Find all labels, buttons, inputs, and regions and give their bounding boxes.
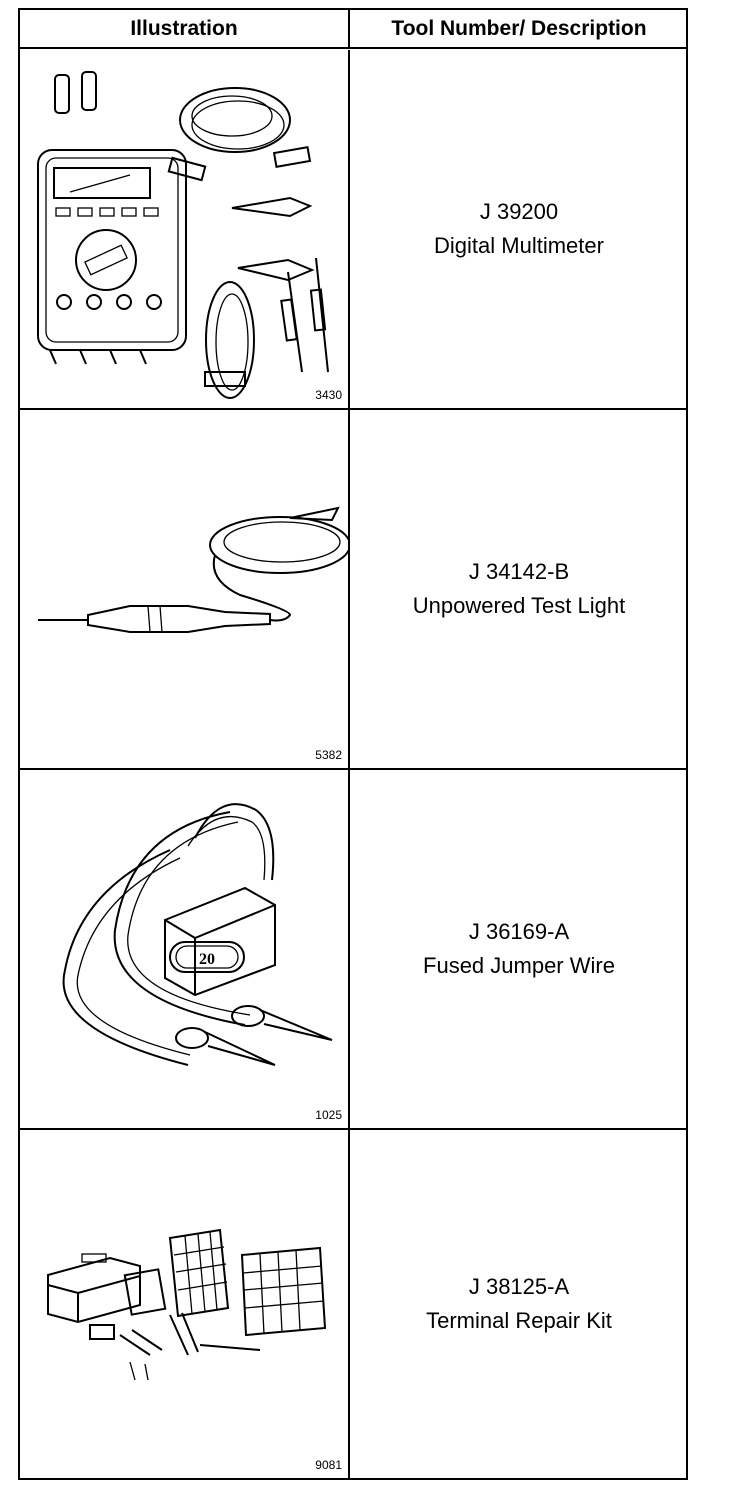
illustration-cell: 3430: [20, 50, 350, 408]
tool-number: J 38125-A: [468, 1274, 570, 1299]
description-cell: J 36169-A Fused Jumper Wire: [352, 770, 686, 1128]
tool-number: J 39200: [479, 199, 559, 224]
header-divider: [20, 47, 686, 49]
digital-multimeter-illustration: [37, 71, 329, 399]
figure-number: 3430: [315, 388, 342, 402]
row-divider: [20, 768, 686, 770]
tool-number: J 36169-A: [468, 919, 570, 944]
tool-description: Fused Jumper Wire: [423, 953, 615, 978]
table-row: 3430 J 39200 Digital Multimeter: [20, 50, 686, 408]
description-cell: J 34142-B Unpowered Test Light: [352, 410, 686, 768]
tool-description: Unpowered Test Light: [412, 593, 626, 618]
terminal-repair-kit-illustration: [47, 1228, 327, 1381]
header-illustration: Illustration: [20, 10, 350, 48]
illustration-cell: 5382: [20, 410, 350, 768]
illustration-cell: 20 1025: [20, 770, 350, 1128]
tools-table: Illustration Tool Number/ Description: [18, 8, 688, 1480]
illustration-cell: 9081: [20, 1130, 350, 1478]
row-divider: [20, 1128, 686, 1130]
figure-number: 5382: [315, 748, 342, 762]
header-tool-description: Tool Number/ Description: [391, 17, 647, 40]
figure-number: 9081: [315, 1458, 342, 1472]
fuse-rating-label: 20: [199, 951, 215, 968]
table-row: 5382 J 34142-B Unpowered Test Light: [20, 410, 686, 768]
fused-jumper-wire-illustration: 20: [62, 803, 333, 1066]
description-cell: J 38125-A Terminal Repair Kit: [352, 1130, 686, 1478]
table-row: 20 1025 J 36169-A Fused Jumper Wire: [20, 770, 686, 1128]
test-light-illustration: [38, 506, 350, 633]
tool-number: J 34142-B: [468, 559, 570, 584]
figure-number: 1025: [315, 1108, 342, 1122]
row-divider: [20, 408, 686, 410]
table-row: 9081 J 38125-A Terminal Repair Kit: [20, 1130, 686, 1478]
tool-description: Digital Multimeter: [434, 233, 604, 258]
tool-description: Terminal Repair Kit: [426, 1308, 612, 1333]
description-cell: J 39200 Digital Multimeter: [352, 50, 686, 408]
